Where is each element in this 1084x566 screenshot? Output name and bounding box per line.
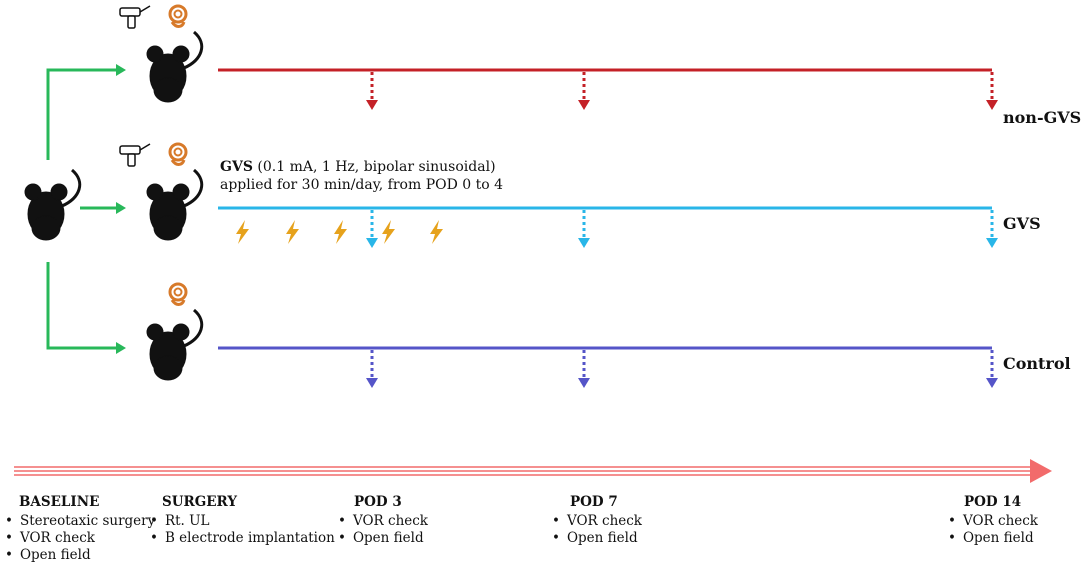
mouse-icon — [145, 308, 204, 382]
branch-arrow-control — [46, 262, 118, 350]
lightning-icon — [430, 220, 443, 244]
gvs-note-params: (0.1 mA, 1 Hz, bipolar sinusoidal) — [252, 159, 496, 175]
drill-icon — [119, 5, 151, 29]
phase-title: SURGERY — [162, 494, 238, 510]
phase-title: POD 7 — [570, 494, 618, 510]
phase-item: B electrode implantation — [150, 530, 335, 547]
group-label-non-gvs: non-GVS — [1003, 108, 1082, 127]
group-row-control — [145, 282, 998, 388]
phase-item: VOR check — [552, 513, 642, 530]
lightning-icon — [334, 220, 347, 244]
drill-icon — [119, 143, 151, 167]
phase-item: VOR check — [338, 513, 428, 530]
arrowhead-icon — [116, 342, 126, 354]
timeline-arrow — [14, 459, 1052, 483]
phase-surgery: SURGERY Rt. UL B electrode implantation — [150, 494, 335, 547]
lightning-icon — [236, 220, 249, 244]
phase-item: Open field — [948, 530, 1038, 547]
phase-item: Open field — [552, 530, 642, 547]
group-row-gvs — [119, 142, 998, 248]
phase-pod7: POD 7 VOR check Open field — [552, 494, 642, 547]
phase-item: Open field — [5, 547, 155, 564]
checkpoint-arrow — [986, 72, 998, 110]
phase-title: POD 3 — [354, 494, 402, 510]
gvs-note-line2: applied for 30 min/day, from POD 0 to 4 — [220, 177, 504, 193]
arrowhead-icon — [116, 202, 126, 214]
phase-title: POD 14 — [964, 494, 1022, 510]
phase-item: Open field — [338, 530, 428, 547]
mouse-icon — [145, 168, 204, 242]
inner-ear-icon — [168, 142, 188, 166]
checkpoint-arrow — [366, 210, 378, 248]
phase-item: VOR check — [948, 513, 1038, 530]
checkpoint-arrow — [986, 350, 998, 388]
arrowhead-icon — [116, 64, 126, 76]
gvs-protocol-note: GVS (0.1 mA, 1 Hz, bipolar sinusoidal) a… — [220, 158, 503, 194]
branch-arrow-non-gvs — [46, 68, 118, 160]
phase-pod3: POD 3 VOR check Open field — [338, 494, 428, 547]
lightning-icon — [382, 220, 395, 244]
checkpoint-arrow — [366, 72, 378, 110]
group-label-control: Control — [1003, 354, 1071, 373]
checkpoint-arrow — [578, 210, 590, 248]
lightning-icon — [286, 220, 299, 244]
phase-item: Rt. UL — [150, 513, 335, 530]
checkpoint-arrow — [578, 350, 590, 388]
mouse-icon-baseline — [23, 168, 82, 242]
phase-item: VOR check — [5, 530, 155, 547]
inner-ear-icon — [168, 282, 188, 306]
checkpoint-arrow — [366, 350, 378, 388]
inner-ear-icon — [168, 4, 188, 28]
mouse-icon — [145, 30, 204, 104]
phase-baseline: BASELINE Stereotaxic surgery VOR check O… — [5, 494, 155, 564]
group-row-non-gvs — [119, 4, 998, 110]
checkpoint-arrow — [986, 210, 998, 248]
checkpoint-arrow — [578, 72, 590, 110]
group-label-gvs: GVS — [1003, 214, 1041, 233]
phase-pod14: POD 14 VOR check Open field — [948, 494, 1038, 547]
gvs-note-bold: GVS — [220, 159, 253, 175]
phase-title: BASELINE — [19, 494, 100, 510]
phase-item: Stereotaxic surgery — [5, 513, 155, 530]
